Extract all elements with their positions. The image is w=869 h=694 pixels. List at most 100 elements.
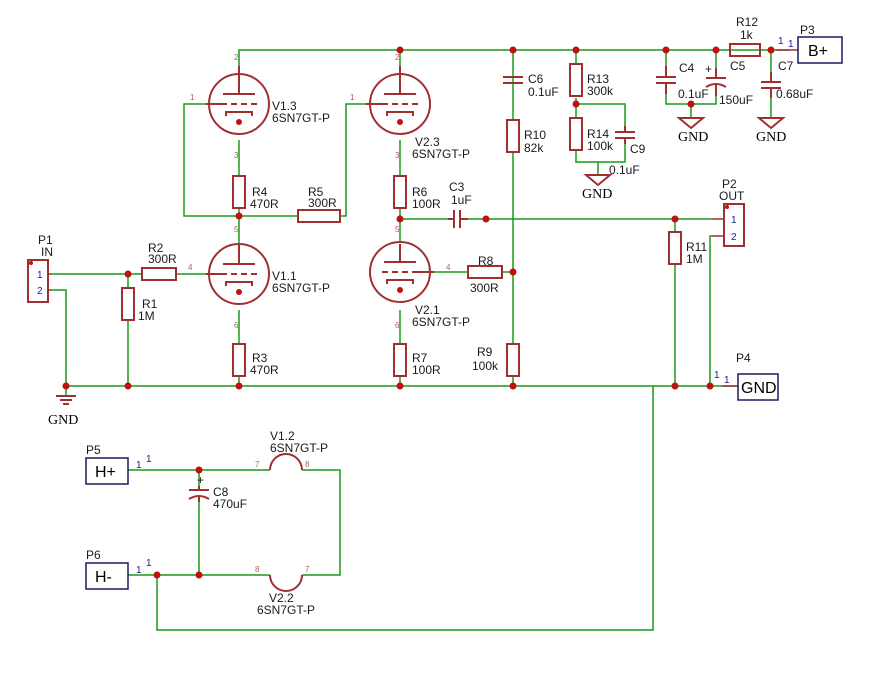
junction-dot — [396, 215, 404, 223]
capacitor-c3: C3 1uF — [448, 180, 472, 228]
ref-label: C9 — [630, 142, 646, 156]
connector-label: B+ — [808, 43, 828, 60]
pin-number: 6 — [234, 321, 239, 330]
resistor-r7: R7 100R — [393, 343, 441, 377]
ref-label: R11 — [686, 240, 707, 254]
ref-label: V1.1 — [272, 269, 297, 283]
junction-dot — [396, 46, 404, 54]
ref-label: V2.3 — [415, 135, 440, 149]
pin-number: 1 — [146, 454, 152, 465]
capacitor-c6: C6 0.1uF — [503, 72, 559, 99]
value-label: 470R — [250, 197, 279, 211]
resistor-r9: R9 100k — [472, 343, 520, 377]
ref-label: P4 — [736, 351, 751, 365]
value-label: 300R — [308, 196, 337, 210]
junction-dot — [572, 46, 580, 54]
resistor-r13: R13 300k — [569, 63, 614, 98]
resistor-r12: R12 1k — [729, 15, 761, 57]
junctions — [62, 46, 775, 579]
tube-v21: 5 4 6 V2.1 6SN7GT-P — [369, 225, 470, 330]
tube-v11: 5 4 6 V1.1 6SN7GT-P — [188, 225, 330, 330]
ground-label: GND — [756, 130, 786, 145]
tube-v13: 2 1 3 V1.3 6SN7GT-P — [190, 53, 330, 160]
ref-label: R13 — [587, 72, 609, 86]
pin-number: 1 — [136, 565, 142, 576]
junction-dot — [671, 382, 679, 390]
pin-number: 8 — [305, 460, 310, 469]
value-label: 0.1uF — [609, 163, 640, 177]
pin-number: 5 — [395, 225, 400, 234]
ref-label: V2.1 — [415, 303, 440, 317]
pin-number: 1 — [190, 93, 195, 102]
pin-number: 1 — [788, 39, 794, 50]
ref-label: C7 — [778, 59, 794, 73]
resistor-r4: R4 470R — [232, 175, 279, 211]
capacitor-c7: C7 0.68uF — [761, 59, 813, 101]
ref-label: R1 — [142, 297, 158, 311]
pin-number: 1 — [37, 270, 43, 281]
ground-symbol-main: GND — [48, 395, 78, 428]
tube-v22-heater: 8 7 V2.2 6SN7GT-P — [255, 565, 315, 617]
value-label: 150uF — [719, 93, 753, 107]
pin-number: 1 — [714, 370, 720, 381]
value-label: 6SN7GT-P — [272, 111, 330, 125]
junction-dot — [235, 382, 243, 390]
wire-out-pin2 — [709, 235, 712, 386]
tube-v12-heater: 7 8 V1.2 6SN7GT-P — [255, 429, 328, 471]
value-label: 300R — [470, 281, 499, 295]
ref-label: C6 — [528, 72, 544, 86]
value-label: 0.1uF — [528, 85, 559, 99]
pin-number: 7 — [305, 565, 310, 574]
pin-number: 2 — [37, 286, 43, 297]
capacitor-c9: C9 0.1uF — [609, 126, 646, 177]
value-label: 6SN7GT-P — [412, 315, 470, 329]
value-label: 1M — [138, 309, 155, 323]
junction-dot — [124, 270, 132, 278]
wire-c9-top — [576, 103, 626, 126]
value-label: 1uF — [451, 193, 472, 207]
resistor-r1: R1 1M — [121, 287, 158, 323]
tube-v23: 2 1 3 V2.3 6SN7GT-P — [350, 53, 470, 161]
junction-dot — [572, 100, 580, 108]
pin-number: 6 — [395, 321, 400, 330]
connector-p6: H- P6 1 1 — [85, 548, 152, 590]
pin-number: 2 — [395, 53, 400, 62]
ref-label: P3 — [800, 23, 815, 37]
ref-label: C4 — [679, 61, 695, 75]
value-label: 300k — [587, 84, 614, 98]
pin-number: 1 — [724, 375, 730, 386]
ref-label: C5 — [730, 59, 746, 73]
wire-v23-grid — [340, 103, 366, 217]
pin-number: 8 — [255, 565, 260, 574]
connector-p1: 1 2 P1 IN — [27, 233, 53, 303]
resistor-r11: R11 1M — [668, 231, 707, 266]
value-label: 6SN7GT-P — [272, 281, 330, 295]
ground-symbol-c4c5: GND — [676, 117, 708, 145]
connector-p4: GND P4 1 1 — [714, 351, 779, 401]
ref-label: V1.2 — [270, 429, 295, 443]
polarity-mark: + — [197, 473, 204, 487]
junction-dot — [767, 46, 775, 54]
pin-number: 1 — [731, 215, 737, 226]
ground-label: GND — [48, 413, 78, 428]
value-label: 300R — [148, 252, 177, 266]
resistor-r6: R6 100R — [393, 175, 441, 211]
value-label: 6SN7GT-P — [257, 603, 315, 617]
ref-label: R8 — [478, 254, 494, 268]
resistor-r5: R5 300R — [297, 185, 341, 223]
pin-number: 3 — [234, 151, 239, 160]
pin-number: 1 — [350, 93, 355, 102]
ref-label: R4 — [252, 185, 268, 199]
ref-label: R5 — [308, 185, 324, 199]
pin-number: 4 — [446, 263, 451, 272]
ref-label: R6 — [412, 185, 428, 199]
pin-number: 1 — [146, 558, 152, 569]
connector-label: H+ — [95, 464, 116, 481]
pin-number: 7 — [255, 460, 260, 469]
value-label: 82k — [524, 141, 544, 155]
resistor-r10: R10 82k — [506, 119, 546, 155]
resistor-r2: R2 300R — [141, 241, 177, 281]
junction-dot — [706, 382, 714, 390]
ref-label: C3 — [449, 180, 465, 194]
